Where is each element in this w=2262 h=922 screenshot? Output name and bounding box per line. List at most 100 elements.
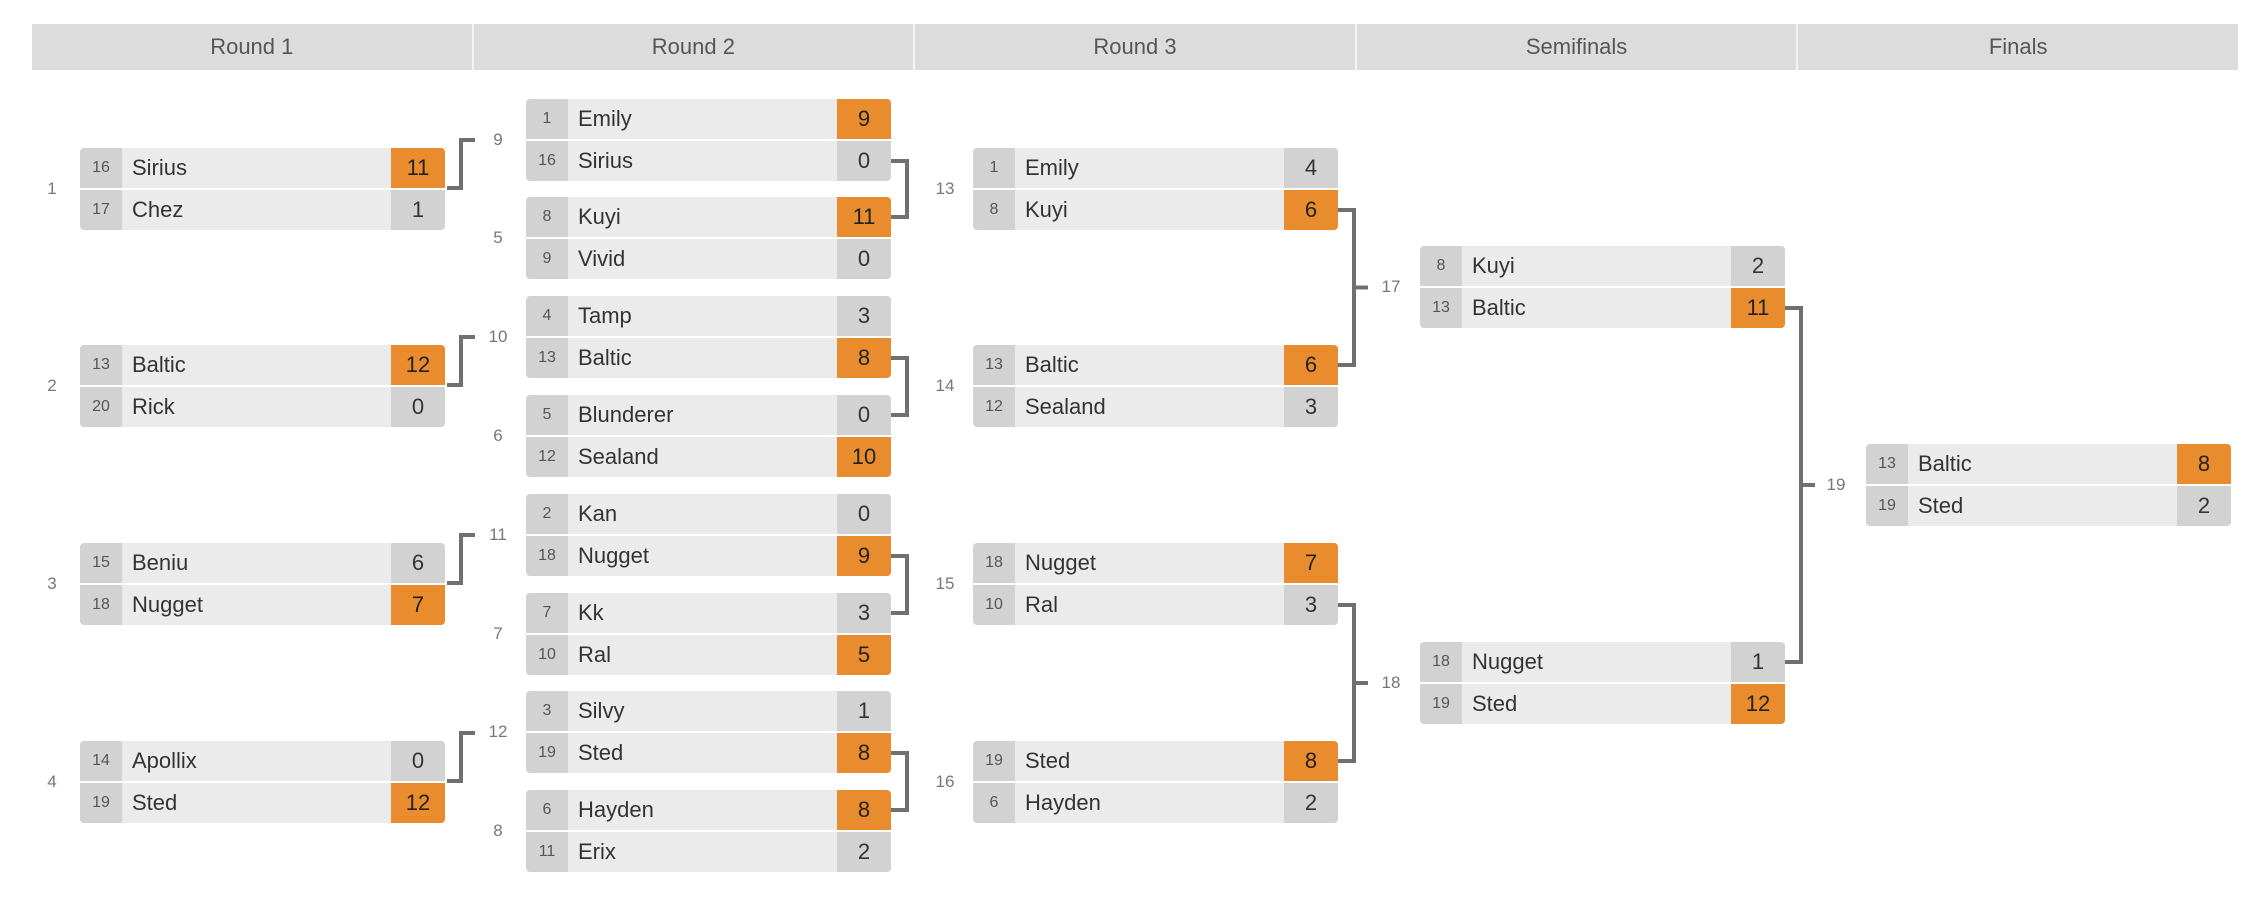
player-name: Nugget — [1015, 543, 1284, 583]
player-name: Baltic — [122, 345, 391, 385]
player-name: Sealand — [568, 437, 837, 477]
player-score: 9 — [837, 536, 891, 576]
player-name: Ral — [1015, 585, 1284, 625]
player-score: 8 — [2177, 444, 2231, 484]
match-number: 2 — [47, 376, 57, 395]
bracket-connector — [891, 751, 909, 812]
player-score: 6 — [391, 543, 445, 583]
player-seed: 17 — [80, 190, 122, 230]
player-score: 8 — [837, 338, 891, 378]
round-header-2: Round 2 — [474, 24, 916, 70]
player-name: Sted — [1908, 486, 2177, 526]
player-score: 2 — [837, 832, 891, 872]
player-seed: 8 — [1420, 246, 1462, 286]
match-number: 14 — [935, 376, 955, 395]
bracket-connector — [891, 356, 909, 417]
player-name: Kuyi — [568, 197, 837, 237]
match-number: 13 — [935, 179, 955, 198]
player-score: 6 — [1284, 190, 1338, 230]
match-number: 8 — [493, 821, 503, 840]
player-score: 8 — [1284, 741, 1338, 781]
player-score: 2 — [2177, 486, 2231, 526]
bracket-connector — [447, 335, 475, 387]
player-seed: 11 — [526, 832, 568, 872]
player-score: 9 — [837, 99, 891, 139]
player-score: 7 — [391, 585, 445, 625]
round-header-semifinals: Semifinals — [1357, 24, 1799, 70]
player-name: Sted — [1015, 741, 1284, 781]
player-seed: 8 — [526, 197, 568, 237]
match-number: 6 — [493, 426, 503, 445]
player-seed: 13 — [80, 345, 122, 385]
player-score: 0 — [391, 741, 445, 781]
match-number: 9 — [493, 130, 503, 149]
player-seed: 12 — [973, 387, 1015, 427]
player-seed: 19 — [1420, 684, 1462, 724]
player-seed: 7 — [526, 593, 568, 633]
match-number: 11 — [489, 525, 507, 544]
player-score: 11 — [391, 148, 445, 188]
player-name: Ral — [568, 635, 837, 675]
player-name: Beniu — [122, 543, 391, 583]
player-score: 6 — [1284, 345, 1338, 385]
player-seed: 5 — [526, 395, 568, 435]
player-name: Kk — [568, 593, 837, 633]
player-name: Emily — [568, 99, 837, 139]
player-score: 0 — [837, 395, 891, 435]
player-name: Sted — [1462, 684, 1731, 724]
bracket-connector — [447, 138, 475, 190]
player-name: Baltic — [1015, 345, 1284, 385]
player-seed: 13 — [526, 338, 568, 378]
player-score: 8 — [837, 790, 891, 830]
player-score: 3 — [1284, 387, 1338, 427]
player-score: 0 — [837, 141, 891, 181]
player-seed: 9 — [526, 239, 568, 279]
